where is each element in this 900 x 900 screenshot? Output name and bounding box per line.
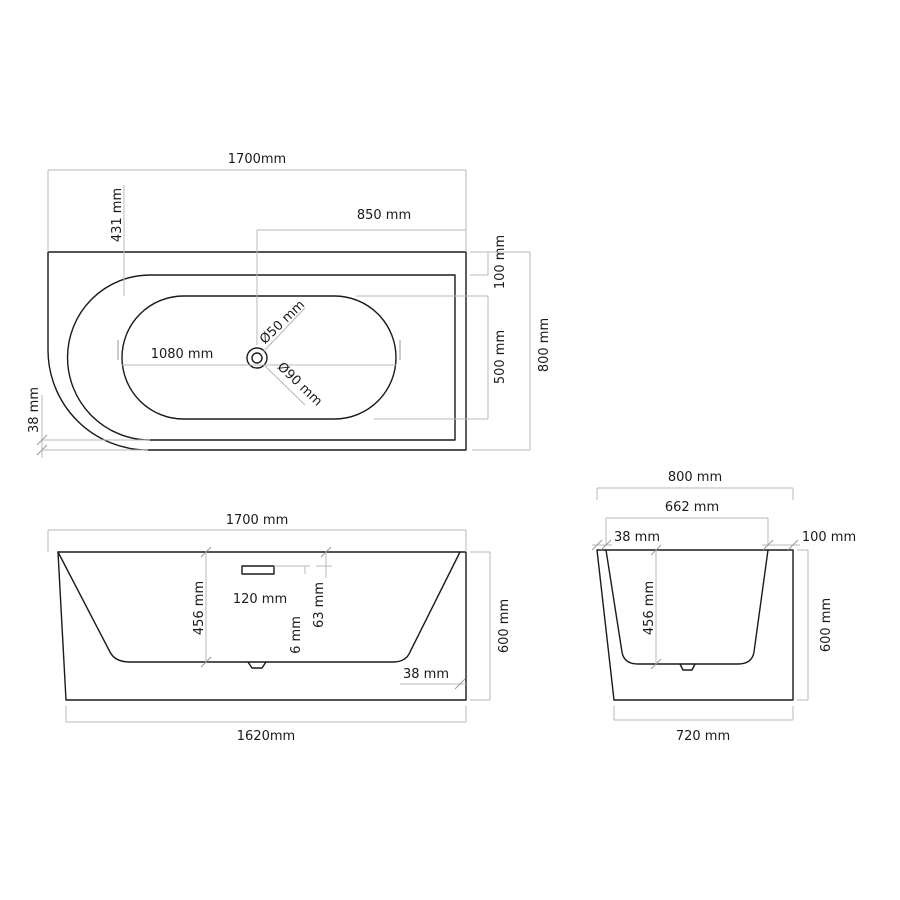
dim-side-inner-depth: 456 mm [642, 581, 657, 635]
side-drain [679, 663, 696, 671]
dim-inner-length: 1080 mm [151, 347, 214, 362]
dim-overflow-gap: 6 mm [289, 616, 304, 654]
dim-front-rim: 38 mm [403, 667, 449, 682]
drain-inner [251, 352, 263, 364]
dim-side-rim-right: 100 mm [802, 530, 856, 545]
side-view-outer-outline [596, 549, 794, 701]
dim-inner-width: 500 mm [493, 330, 508, 384]
dim-wall-offset: 431 mm [110, 188, 125, 242]
dim-drain-diameter: Ø90 mm [274, 360, 325, 410]
dim-drain-offset: 850 mm [357, 208, 411, 223]
dim-overflow-diameter: Ø50 mm [257, 298, 308, 348]
top-view-rim-line [66, 274, 456, 441]
front-overflow-plate [241, 565, 275, 575]
dim-overflow-width: 120 mm [233, 592, 287, 607]
dim-rim-side: 38 mm [27, 387, 42, 433]
top-view-basin [121, 295, 397, 420]
front-drain [247, 661, 267, 669]
front-view-basin [57, 551, 461, 663]
dim-top-length: 1700mm [228, 152, 286, 167]
dim-rim-back: 100 mm [493, 235, 508, 289]
dim-overall-width: 800 mm [537, 318, 552, 372]
side-view: 800 mm 662 mm 38 mm 100 mm 456 mm 600 mm… [591, 470, 856, 744]
dim-side-inner-width: 662 mm [665, 500, 719, 515]
front-view: 1700 mm 456 mm 120 mm 6 mm 63 mm 600 mm … [47, 513, 512, 744]
top-view: 1700mm 850 mm 431 mm 100 mm 500 mm 800 m… [27, 152, 552, 458]
dim-side-height: 600 mm [819, 598, 834, 652]
dim-base-length: 1620mm [237, 729, 295, 744]
dim-front-inner-depth: 456 mm [192, 581, 207, 635]
side-view-basin [605, 549, 769, 665]
dim-side-top-width: 800 mm [668, 470, 722, 485]
dim-side-rim-left: 38 mm [614, 530, 660, 545]
front-view-outer-outline [57, 551, 467, 701]
drain-outer [246, 347, 268, 369]
dim-front-top-length: 1700 mm [226, 513, 289, 528]
dim-overflow-height: 63 mm [312, 582, 327, 628]
dim-side-base-width: 720 mm [676, 729, 730, 744]
dim-front-height: 600 mm [497, 599, 512, 653]
